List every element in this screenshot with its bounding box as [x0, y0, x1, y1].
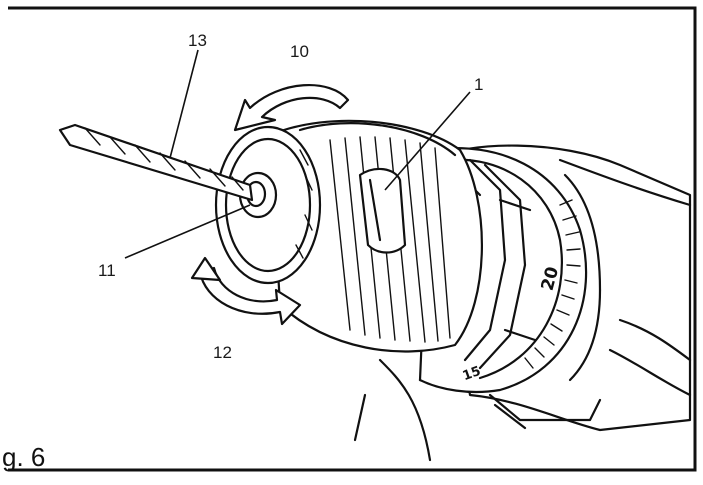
callout-11: 11	[98, 261, 116, 280]
chuck-nose	[214, 125, 322, 285]
arrow-12-loosen-icon	[190, 256, 302, 326]
dial-number-15: 15	[461, 364, 483, 384]
arrow-10-tighten-icon	[233, 83, 350, 132]
chuck-sleeve	[268, 119, 483, 353]
drill-bit	[58, 123, 254, 202]
leader-11	[124, 204, 251, 259]
leader-13	[169, 49, 199, 159]
callout-13: 13	[188, 31, 207, 50]
callout-12: 12	[213, 343, 232, 362]
callout-10: 10	[290, 42, 309, 61]
leader-1	[384, 91, 471, 191]
figure-frame	[8, 6, 697, 472]
figure-caption: g. 6	[2, 442, 45, 472]
callout-1: 1	[474, 75, 483, 94]
